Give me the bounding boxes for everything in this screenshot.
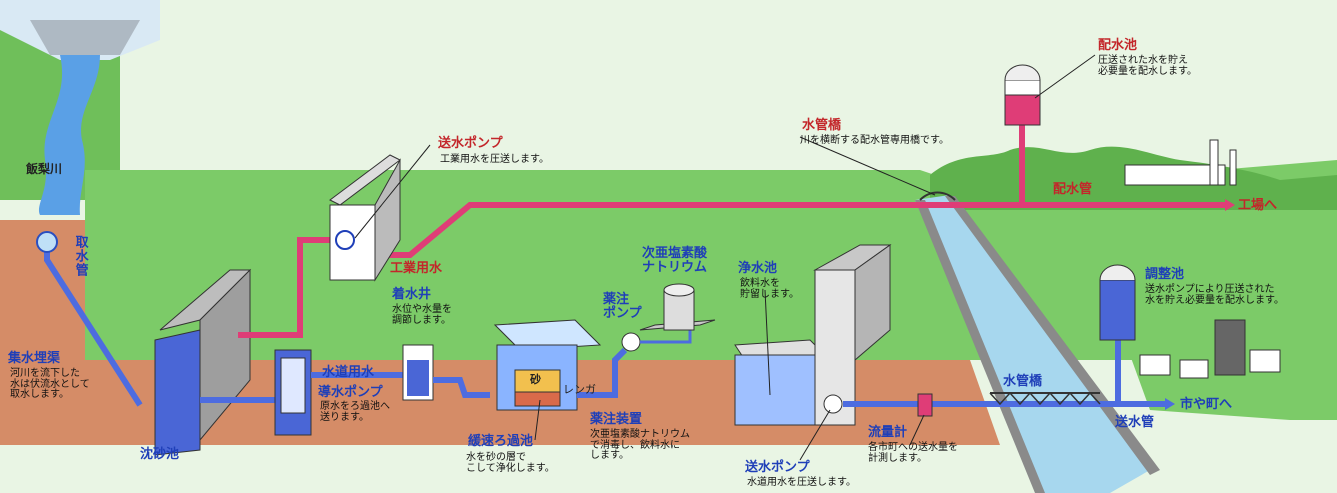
- dosui-pump-desc: 原水をろ過池へ 送ります。: [320, 401, 390, 423]
- soui-pump2-title: 送水ポンプ: [745, 460, 810, 475]
- soui-pump1-title: 送水ポンプ: [438, 136, 503, 151]
- building: [1214, 319, 1246, 376]
- industrial-pump: [335, 230, 355, 250]
- soui-pump2-desc: 水道用水を圧送します。: [747, 477, 856, 488]
- towns-label: 市や町へ: [1180, 397, 1233, 412]
- upper-bridge-desc: 川を横断する配水管専用橋です。: [800, 135, 949, 146]
- kansoku-title: 緩速ろ過池: [468, 434, 534, 449]
- chinsachi-label: 沈砂池: [140, 447, 180, 462]
- adjustment-pond-top: [1099, 264, 1136, 281]
- pipe-4: [577, 347, 628, 398]
- dosui-pump-title: 導水ポンプ: [318, 385, 383, 400]
- josui-title: 浄水池: [738, 261, 778, 276]
- chlorine-tank-top: [663, 283, 695, 297]
- renga-label: レンガ: [563, 383, 596, 396]
- upper-bridge-title: 水管橋: [802, 118, 842, 133]
- dosing-line: [640, 325, 692, 344]
- shusui-desc: 河川を流下した 水は伏流水として 取水します。: [10, 368, 90, 400]
- chosei-desc: 送水ポンプにより圧送された 水を貯え必要量を配水します。: [1145, 284, 1284, 306]
- river-upstream: [38, 55, 100, 215]
- shusui-title: 集水埋渠: [8, 351, 61, 366]
- house-1: [1139, 354, 1171, 376]
- leader-flowmeter: [909, 414, 925, 446]
- intake-pump-window: [280, 357, 306, 414]
- distribution-pond-air: [1004, 79, 1041, 96]
- chakusui-title: 着水井: [392, 287, 432, 302]
- house-2: [1179, 359, 1209, 379]
- pipe-3: [433, 377, 490, 398]
- reservoir-body: [734, 354, 816, 426]
- josui-desc: 飲料水を 貯留します。: [740, 278, 799, 300]
- kogyo-yosui-label: 工業用水: [390, 261, 443, 276]
- adjustment-pond: [1099, 279, 1136, 341]
- haisui-pond-desc: 圧送された水を貯え 必要量を配水します。: [1098, 55, 1197, 77]
- chlorine-tank: [663, 289, 695, 331]
- leader-distribution: [1034, 54, 1096, 99]
- chosei-title: 調整池: [1145, 267, 1185, 282]
- factory-chimney: [1209, 139, 1219, 186]
- suido-yosui-label: 水道用水: [322, 365, 375, 380]
- yakuchu-desc: 次亜塩素酸ナトリウム で消毒し、飲料水に します。: [590, 429, 690, 461]
- haisui-pond-title: 配水池: [1098, 38, 1138, 53]
- chakusui-desc: 水位や水量を 調節します。: [392, 304, 452, 326]
- reservoir-side: [854, 244, 891, 362]
- river-channel: [915, 195, 1150, 493]
- house-3: [1249, 349, 1281, 373]
- filter-brick: [514, 391, 561, 407]
- receiving-well-water: [407, 360, 429, 396]
- dam-wall: [30, 20, 140, 55]
- leader-filter: [534, 399, 541, 441]
- intake-head: [36, 231, 58, 253]
- industrial-pipe-lower: [238, 237, 345, 338]
- distribution-pond-top: [1004, 64, 1041, 81]
- flow-meter: [917, 393, 933, 417]
- ryuryo-desc: 各市町への送水量を 計測します。: [868, 442, 958, 464]
- factory-chimney-2: [1229, 149, 1237, 186]
- dosing-pump: [621, 332, 641, 352]
- yakuchu-pump-label: 薬注 ポンプ: [603, 292, 642, 321]
- lower-bridge-label: 水管橋: [1003, 374, 1043, 389]
- leader-upper-bridge: [799, 136, 936, 196]
- sedimentation-basin: [154, 329, 201, 456]
- river-name-label: 飯梨川: [26, 162, 63, 176]
- haisui-pipe-label: 配水管: [1053, 182, 1093, 197]
- ryuryo-title: 流量計: [868, 425, 908, 440]
- supply-pump: [823, 394, 843, 414]
- factory-arrow: [1225, 199, 1235, 211]
- leader-pump2: [799, 409, 831, 461]
- lower-bridge-truss: [989, 391, 1101, 406]
- leader-pump1: [354, 144, 431, 239]
- river-bank-left: [915, 200, 1045, 493]
- sosui-pipe-label: 送水管: [1115, 415, 1155, 430]
- upper-bridge: [919, 191, 956, 201]
- sand-label: 砂: [530, 373, 541, 386]
- factory-label: 工場へ: [1238, 198, 1278, 213]
- filter-top: [493, 319, 602, 351]
- towns-arrow: [1165, 398, 1175, 410]
- leader-reservoir: [764, 289, 771, 396]
- industrial-pipe-main: [380, 202, 1225, 258]
- jiaen-title: 次亜塩素酸 ナトリウム: [642, 246, 708, 275]
- intake-pipe-label: 取水管: [72, 235, 88, 277]
- soui-pump1-desc: 工業用水を圧送します。: [440, 154, 549, 165]
- kansoku-desc: 水を砂の層で こして浄化します。: [466, 452, 555, 474]
- factory-building: [1124, 164, 1226, 186]
- yakuchu-title: 薬注装置: [590, 412, 643, 427]
